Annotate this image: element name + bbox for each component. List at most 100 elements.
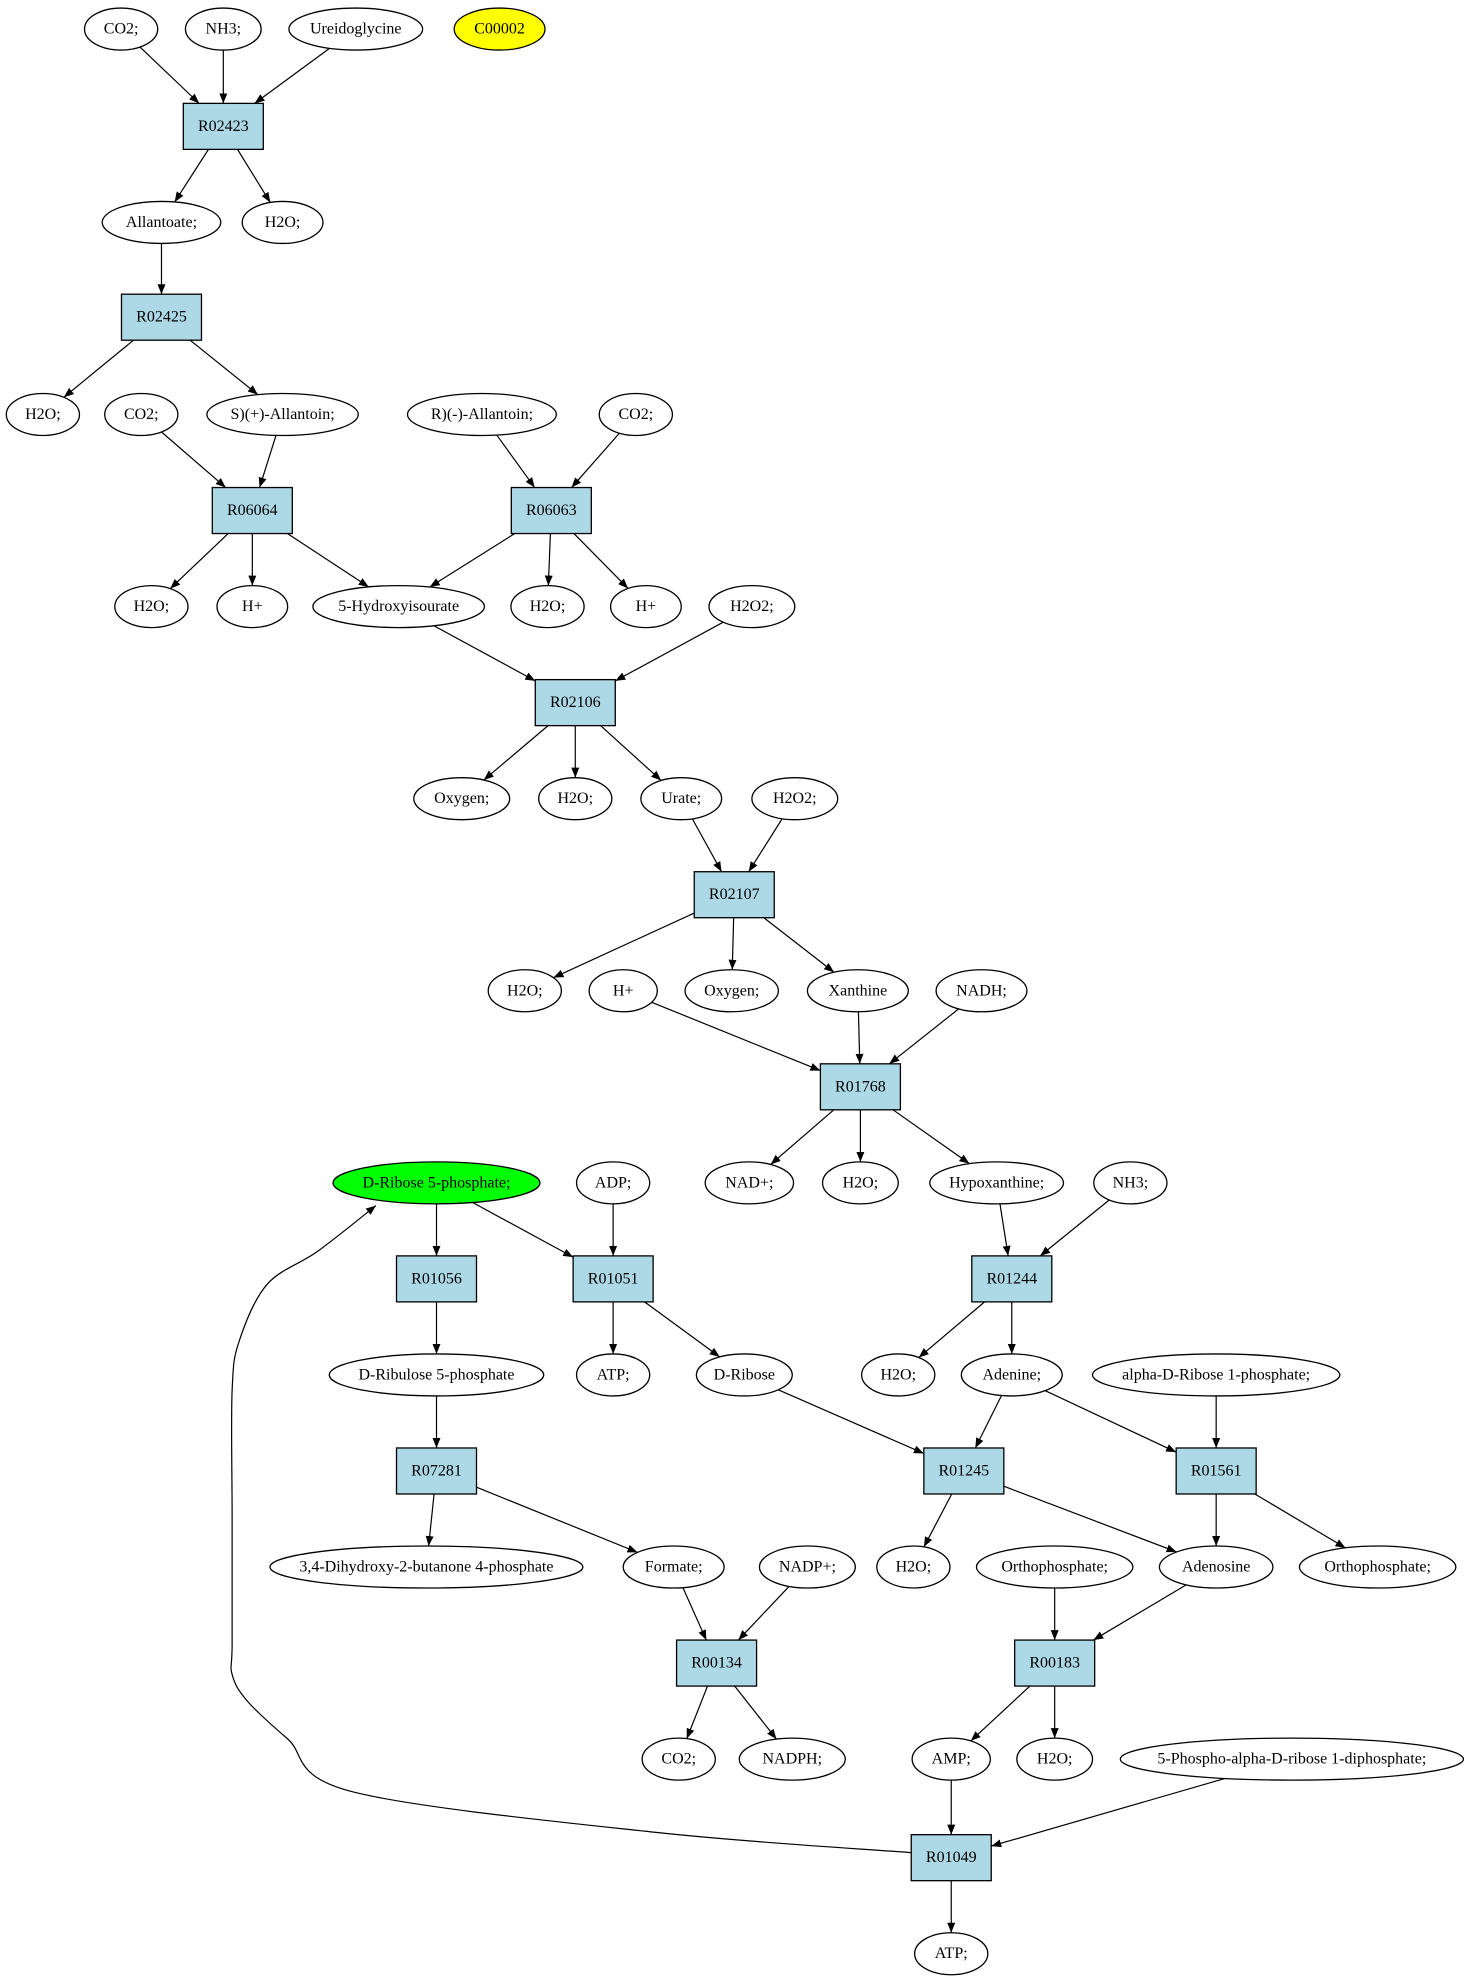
compound-node-alpha_r1p[interactable]: alpha-D-Ribose 1-phosphate;: [1091, 1353, 1341, 1397]
reaction-node-r01561[interactable]: R01561: [1175, 1447, 1257, 1495]
compound-node-h2o_8[interactable]: H2O;: [861, 1353, 936, 1397]
edge-r07281-to-formate: [476, 1486, 638, 1553]
edge-adenosine-to-r00183: [1093, 1584, 1187, 1641]
compound-node-co2_3[interactable]: CO2;: [598, 392, 674, 437]
reaction-node-r02423[interactable]: R02423: [182, 102, 264, 151]
compound-node-atp_2[interactable]: ATP;: [913, 1932, 989, 1976]
compound-node-h2o_7[interactable]: H2O;: [821, 1161, 899, 1205]
compound-node-formate[interactable]: Formate;: [622, 1545, 725, 1589]
compound-node-hplus_2[interactable]: H+: [609, 584, 682, 629]
edge-h2o2_1-to-r02106: [614, 621, 724, 682]
compound-node-h2o2_1[interactable]: H2O2;: [708, 584, 796, 629]
compound-node-co2_2[interactable]: CO2;: [104, 392, 179, 437]
node-label: Ureidoglycine: [310, 21, 402, 38]
compound-node-hplus_1[interactable]: H+: [216, 584, 289, 629]
compound-node-amp[interactable]: AMP;: [911, 1737, 991, 1781]
reaction-node-r06064[interactable]: R06064: [211, 486, 293, 535]
node-label: R01768: [835, 1078, 886, 1095]
node-label: alpha-D-Ribose 1-phosphate;: [1122, 1366, 1310, 1383]
edge-co2_2-to-r06064: [161, 431, 227, 489]
reaction-node-r01244[interactable]: R01244: [971, 1255, 1053, 1303]
reaction-node-r02106[interactable]: R02106: [534, 678, 616, 727]
compound-node-h2o_6[interactable]: H2O;: [487, 969, 563, 1013]
edge-r06063-to-hplus_2: [573, 533, 629, 589]
compound-node-adenosine[interactable]: Adenosine: [1158, 1545, 1274, 1589]
compound-node-co2_4[interactable]: CO2;: [641, 1737, 716, 1781]
reaction-node-r01245[interactable]: R01245: [923, 1447, 1005, 1495]
reaction-node-r07281[interactable]: R07281: [395, 1447, 478, 1495]
edge-r01049-to-dribose5p: [230, 1205, 911, 1854]
reaction-node-r01768[interactable]: R01768: [819, 1063, 902, 1111]
compound-node-h2o_10[interactable]: H2O;: [1016, 1737, 1094, 1781]
compound-node-urate[interactable]: Urate;: [640, 777, 723, 821]
compound-node-h2o_2[interactable]: H2O;: [5, 392, 81, 437]
compound-ellipse: [216, 584, 289, 629]
compound-node-atp_1[interactable]: ATP;: [575, 1353, 651, 1397]
node-label: R07281: [411, 1462, 462, 1479]
compound-ellipse: [598, 392, 674, 437]
compound-node-adenine[interactable]: Adenine;: [960, 1353, 1063, 1397]
compound-node-nadplus[interactable]: NAD+;: [704, 1161, 795, 1205]
compound-node-ureido[interactable]: Ureidoglycine: [288, 7, 424, 51]
reaction-node-r01049[interactable]: R01049: [910, 1834, 992, 1882]
compound-node-oxygen_2[interactable]: Oxygen;: [684, 969, 780, 1013]
reaction-node-r01056[interactable]: R01056: [395, 1255, 478, 1303]
compound-node-oxygen_1[interactable]: Oxygen;: [413, 777, 511, 821]
reaction-node-r06063[interactable]: R06063: [510, 486, 592, 535]
compound-node-h2o_3[interactable]: H2O;: [114, 584, 189, 629]
compound-node-s_allantoin[interactable]: S)(+)-Allantoin;: [206, 392, 359, 437]
compound-node-dribose[interactable]: D-Ribose: [695, 1353, 793, 1397]
compound-node-r_allantoin[interactable]: R)(-)-Allantoin;: [406, 392, 558, 437]
node-label: NH3;: [206, 21, 242, 38]
compound-node-co2_1[interactable]: CO2;: [83, 7, 159, 51]
edge-co2_3-to-r06063: [571, 432, 620, 488]
compound-node-xanthine[interactable]: Xanthine: [806, 969, 909, 1013]
compound-node-nadph[interactable]: NADPH;: [738, 1737, 846, 1781]
compound-node-ortho_1[interactable]: Orthophosphate;: [975, 1545, 1134, 1589]
compound-node-h2o_9[interactable]: H2O;: [876, 1545, 951, 1589]
compound-node-hplus_3[interactable]: H+: [588, 969, 658, 1013]
reaction-node-r01051[interactable]: R01051: [572, 1255, 654, 1303]
reaction-node-r00183[interactable]: R00183: [1014, 1639, 1096, 1687]
compound-node-nadh[interactable]: NADH;: [935, 969, 1028, 1013]
compound-node-allantoate[interactable]: Allantoate;: [101, 200, 222, 245]
edge-h2o2_2-to-r02107: [748, 818, 783, 873]
compound-node-nadpplus[interactable]: NADP+;: [758, 1545, 856, 1589]
compound-ellipse: [704, 1161, 795, 1205]
compound-node-hydroxyisourate[interactable]: 5-Hydroxyisourate: [312, 584, 486, 629]
compound-node-nh3_2[interactable]: NH3;: [1093, 1161, 1168, 1205]
node-label: R01056: [411, 1270, 462, 1287]
compound-node-adp[interactable]: ADP;: [575, 1161, 651, 1205]
compound-ellipse: [206, 392, 359, 437]
edge-nadh-to-r01768: [889, 1008, 960, 1065]
compound-node-h2o2_2[interactable]: H2O2;: [751, 777, 839, 821]
node-label: D-Ribose 5-phosphate;: [363, 1174, 511, 1191]
compound-node-h2o_1[interactable]: H2O;: [241, 200, 324, 245]
compound-node-h2o_5[interactable]: H2O;: [538, 777, 613, 821]
compound-ellipse: [960, 1353, 1063, 1397]
compound-node-dribulose5p[interactable]: D-Ribulose 5-phosphate: [328, 1353, 545, 1397]
nodes-layer: CO2; NH3; Ureidoglycine C00002R02423Allanto…: [5, 7, 1465, 1976]
node-label: Oxygen;: [434, 790, 489, 807]
edge-r02106-to-urate: [600, 725, 662, 781]
compound-node-h2o_4[interactable]: H2O;: [510, 584, 585, 629]
compound-node-dribose5p[interactable]: D-Ribose 5-phosphate;: [332, 1161, 541, 1205]
edge-ureido-to-r02423: [254, 47, 330, 104]
compound-ellipse: [575, 1161, 651, 1205]
compound-node-prpp[interactable]: 5-Phospho-alpha-D-ribose 1-diphosphate;: [1119, 1737, 1465, 1781]
compound-ellipse: [312, 584, 486, 629]
compound-node-dihydroxy[interactable]: 3,4-Dihydroxy-2-butanone 4-phosphate: [269, 1545, 584, 1589]
compound-node-nh3_1[interactable]: NH3;: [184, 7, 262, 51]
reaction-node-r02107[interactable]: R02107: [693, 871, 775, 919]
node-label: H2O;: [507, 982, 543, 999]
reaction-node-r02425[interactable]: R02425: [120, 293, 203, 341]
compound-node-c00002[interactable]: C00002: [453, 7, 546, 51]
reaction-box: [211, 486, 293, 535]
compound-ellipse: [114, 584, 189, 629]
compound-node-ortho_2[interactable]: Orthophosphate;: [1298, 1545, 1457, 1589]
node-label: R06063: [526, 502, 577, 519]
node-label: R01561: [1191, 1462, 1242, 1479]
compound-node-hypoxanthine[interactable]: Hypoxanthine;: [929, 1161, 1065, 1205]
reaction-node-r00134[interactable]: R00134: [675, 1639, 758, 1687]
